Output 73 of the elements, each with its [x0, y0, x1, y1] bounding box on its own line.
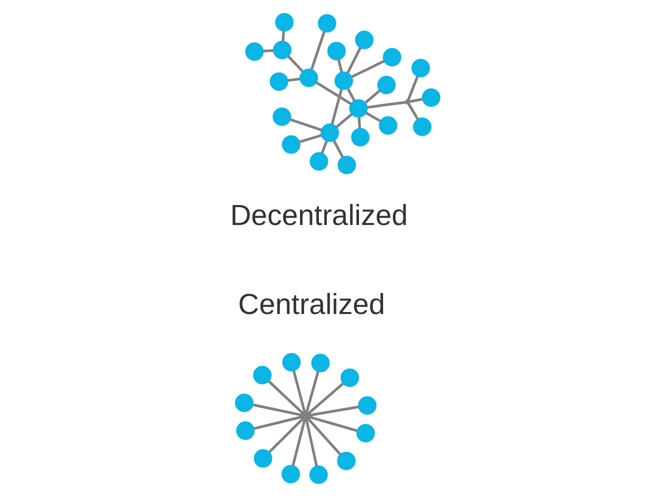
connector	[263, 49, 274, 52]
node-circle	[349, 99, 368, 118]
node-circle	[318, 14, 336, 33]
node-circle	[351, 128, 370, 146]
connector	[366, 100, 406, 109]
connector	[320, 140, 328, 154]
connector	[358, 118, 362, 128]
connector	[346, 47, 362, 74]
connector	[287, 56, 304, 72]
node-circle	[337, 452, 356, 470]
connector	[330, 88, 343, 124]
node-circle	[334, 72, 353, 90]
node-point	[404, 99, 410, 105]
node-circle	[355, 30, 374, 50]
label: Decentralized	[230, 200, 408, 232]
node-circle	[309, 466, 328, 484]
node-circle	[234, 394, 254, 412]
node-circle	[270, 72, 288, 91]
connector	[306, 417, 342, 456]
node-circle	[356, 424, 375, 442]
node-point	[303, 413, 308, 419]
connector	[305, 371, 320, 414]
node-circle	[320, 124, 340, 142]
node-circle	[422, 88, 440, 107]
connector	[315, 81, 352, 106]
node-circle	[254, 449, 272, 468]
connector	[299, 134, 322, 144]
connector	[292, 370, 306, 414]
node-circle	[311, 354, 330, 372]
node-circle	[273, 40, 292, 60]
node-circle	[245, 42, 264, 61]
connector	[306, 382, 344, 416]
connector	[307, 415, 358, 432]
node-circle	[282, 352, 301, 372]
connector	[364, 90, 381, 104]
connector	[407, 76, 419, 101]
connector	[310, 31, 326, 70]
connector	[332, 140, 344, 158]
node-circle	[253, 366, 272, 384]
connector	[252, 403, 304, 417]
connector	[268, 416, 305, 453]
node-circle	[327, 42, 346, 60]
connector	[408, 103, 419, 120]
connector	[282, 30, 286, 42]
node-circle	[411, 58, 430, 78]
node-circle	[412, 118, 432, 136]
connector	[351, 60, 385, 78]
node-circle	[382, 48, 402, 66]
connector	[409, 98, 423, 103]
node-circle	[338, 156, 356, 174]
connector	[337, 59, 343, 72]
node-circle	[378, 116, 398, 135]
label: Centralized	[238, 288, 386, 321]
connector	[346, 88, 356, 102]
connector	[307, 406, 359, 417]
connector	[336, 113, 353, 128]
node-circle	[282, 464, 300, 484]
connector	[288, 78, 300, 82]
connector	[254, 415, 304, 430]
connector	[304, 418, 318, 466]
connector	[290, 118, 322, 132]
node-circle	[310, 152, 328, 171]
connector	[268, 380, 305, 416]
node-circle	[272, 108, 292, 126]
node-circle	[340, 368, 360, 387]
node-circle	[358, 396, 377, 415]
connector	[292, 418, 306, 466]
node-circle	[275, 12, 294, 32]
node-circle	[236, 421, 255, 440]
node-circle	[300, 68, 318, 88]
node-circle	[377, 76, 396, 94]
connector	[365, 112, 381, 122]
node-circle	[282, 135, 300, 154]
